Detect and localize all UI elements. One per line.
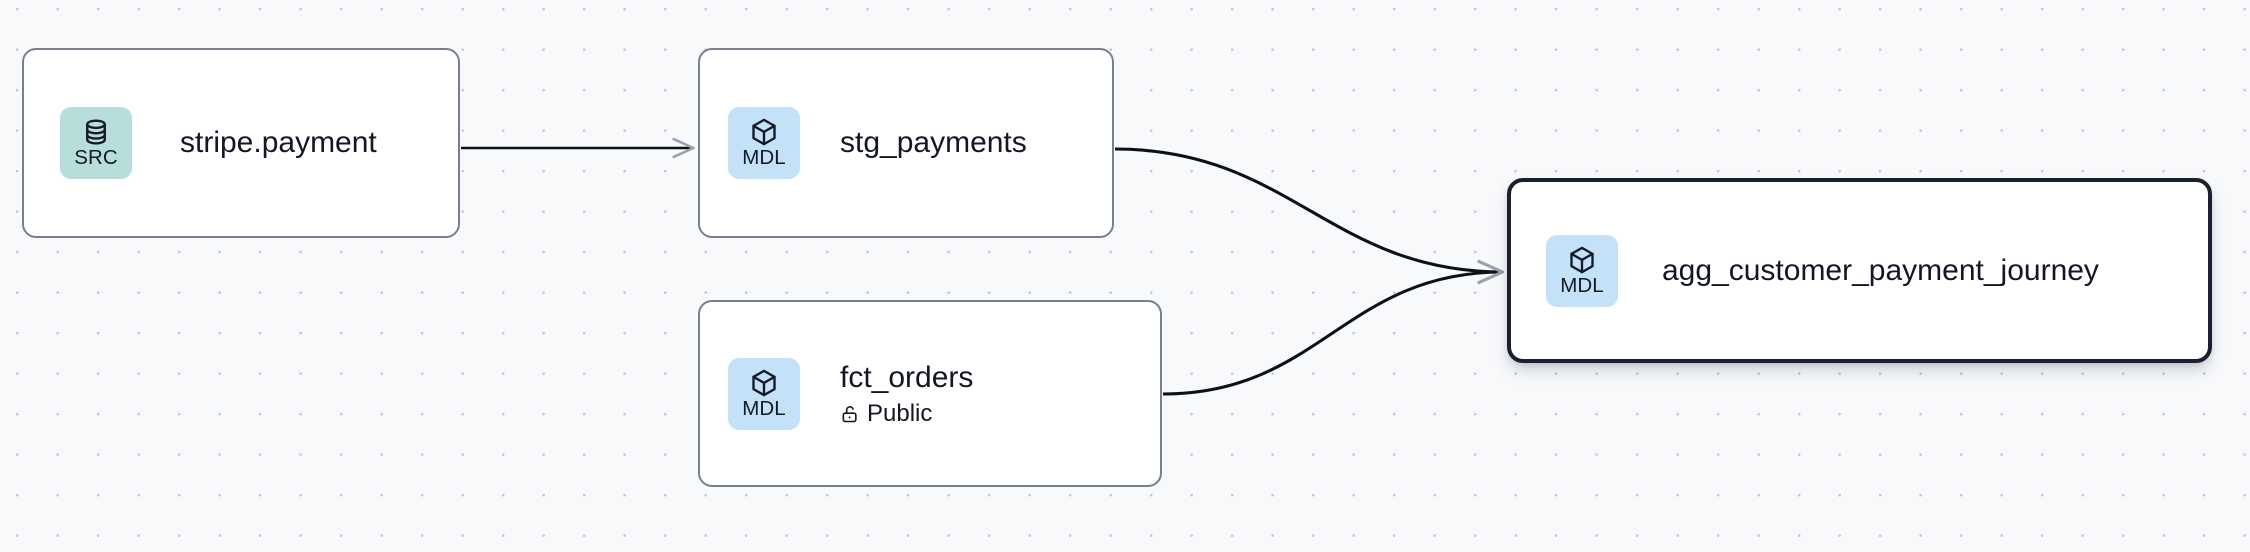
node-title: agg_customer_payment_journey bbox=[1662, 253, 2099, 287]
node-title: fct_orders bbox=[840, 361, 974, 395]
node-visibility: Public bbox=[840, 399, 973, 427]
edge-stg-to-agg bbox=[1114, 147, 1503, 272]
cube-icon bbox=[749, 117, 779, 147]
lineage-node-agg-customer-payment-journey[interactable]: MDL agg_customer_payment_journey bbox=[1507, 178, 2212, 363]
node-body: stg_payments bbox=[840, 125, 1027, 160]
node-title: stripe.payment bbox=[180, 126, 377, 160]
edge-fct-to-agg bbox=[1162, 272, 1503, 396]
cube-icon bbox=[1567, 245, 1597, 275]
node-body: agg_customer_payment_journey bbox=[1662, 253, 2099, 288]
lineage-node-fct-orders[interactable]: MDL fct_orders Public bbox=[698, 300, 1162, 487]
lineage-node-stg-payments[interactable]: MDL stg_payments bbox=[698, 48, 1114, 238]
model-badge-label: MDL bbox=[742, 146, 786, 170]
model-badge: MDL bbox=[728, 357, 800, 430]
model-badge: MDL bbox=[1546, 234, 1618, 307]
source-badge-label: SRC bbox=[74, 146, 118, 170]
node-body: stripe.payment bbox=[180, 125, 377, 160]
model-badge-label: MDL bbox=[1560, 273, 1604, 297]
model-badge: MDL bbox=[728, 107, 800, 179]
visibility-label: Public bbox=[867, 399, 933, 427]
node-title: stg_payments bbox=[840, 126, 1027, 160]
lineage-node-stripe-payment[interactable]: SRC stripe.payment bbox=[22, 48, 460, 238]
unlock-icon bbox=[840, 404, 860, 424]
source-badge: SRC bbox=[60, 107, 132, 179]
cube-icon bbox=[749, 368, 779, 398]
database-icon bbox=[81, 117, 111, 147]
node-body: fct_orders Public bbox=[840, 360, 973, 427]
model-badge-label: MDL bbox=[742, 396, 786, 420]
